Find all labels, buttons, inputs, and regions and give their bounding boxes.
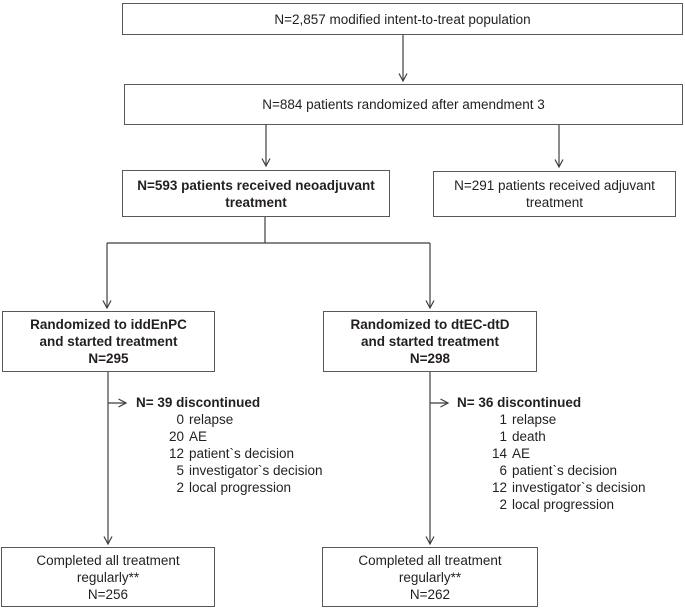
adjuvant-line2: treatment (525, 195, 584, 210)
arm-dtec-dtd-line1: Randomized to dtEC-dtD (350, 317, 510, 332)
discontinued-right-item-label: death (512, 429, 546, 444)
box-arm-dtec-dtd: Randomized to dtEC-dtD and started treat… (323, 311, 537, 372)
arm-iddenpc-n: N=295 (88, 351, 129, 366)
neoadjuvant-line2: treatment (225, 194, 287, 210)
discontinued-left-item-label: relapse (189, 412, 234, 427)
box-adjuvant: N=291 patients received adjuvant treatme… (433, 171, 676, 217)
completed-left-line1: Completed all treatment (36, 552, 180, 568)
discontinued-right-item: 12 investigator`s decision (457, 479, 646, 496)
discontinued-right-header: N= 36 discontinued (457, 395, 582, 410)
discontinued-right-item-label: AE (512, 446, 531, 461)
neoadjuvant-line1: N=593 patients received neoadjuvant (137, 177, 375, 193)
discontinued-left-item-label: patient`s decision (189, 446, 295, 461)
discontinued-right-item-label: relapse (512, 412, 557, 427)
completed-left-line2: regularly** (76, 569, 140, 585)
discontinued-left-item-label: investigator`s decision (189, 463, 323, 478)
arm-iddenpc-line2: and started treatment (39, 334, 178, 349)
discontinued-left-item-count: 2 (176, 480, 184, 495)
mitt-population-text: N=2,857 modified intent-to-treat populat… (274, 11, 531, 27)
arm-dtec-dtd-line2: and started treatment (360, 334, 500, 349)
discontinued-left-item: 12 patient`s decision (136, 445, 323, 462)
arm-iddenpc-line1: Randomized to iddEnPC (30, 317, 187, 332)
discontinued-right-item-label: patient`s decision (512, 463, 618, 478)
discontinued-left-item: 0 relapse (136, 411, 323, 428)
completed-right-n: N=262 (409, 586, 451, 602)
discontinued-right-item-count: 14 (491, 446, 507, 461)
discontinued-right-item: 6 patient`s decision (457, 462, 646, 479)
discontinued-right-item-label: local progression (512, 497, 615, 512)
discontinued-right-item-count: 1 (499, 412, 507, 427)
discontinued-right-item: 2 local progression (457, 496, 646, 513)
discontinued-right-item: 14 AE (457, 445, 646, 462)
randomized-text: N=884 patients randomized after amendmen… (262, 97, 545, 112)
box-neoadjuvant: N=593 patients received neoadjuvant trea… (122, 170, 390, 217)
discontinued-left-item: 20 AE (136, 428, 323, 445)
box-randomized: N=884 patients randomized after amendmen… (124, 84, 683, 125)
discontinued-left-block: N= 39 discontinued 0 relapse 20 AE 12 pa… (136, 394, 323, 496)
discontinued-left-item-count: 20 (168, 429, 184, 444)
discontinued-right-item-count: 1 (499, 429, 507, 444)
discontinued-left-item-label: AE (189, 429, 208, 444)
discontinued-right-item-label: investigator`s decision (512, 480, 646, 495)
completed-right-line2: regularly** (398, 569, 462, 585)
box-completed-right: Completed all treatment regularly** N=26… (322, 547, 538, 607)
completed-right-line1: Completed all treatment (358, 552, 502, 568)
discontinued-left-item-count: 5 (176, 463, 184, 478)
box-mitt-population: N=2,857 modified intent-to-treat populat… (122, 3, 683, 35)
discontinued-right-item-count: 2 (499, 497, 507, 512)
discontinued-right-block: N= 36 discontinued 1 relapse 1 death 14 … (457, 394, 646, 513)
discontinued-right-item-count: 12 (491, 480, 507, 495)
box-arm-iddenpc: Randomized to iddEnPC and started treatm… (2, 311, 215, 372)
discontinued-left-item-count: 12 (168, 446, 184, 461)
arm-dtec-dtd-n: N=298 (409, 351, 451, 366)
discontinued-left-header: N= 39 discontinued (136, 395, 261, 410)
adjuvant-line1: N=291 patients received adjuvant (454, 178, 655, 193)
discontinued-right-item-count: 6 (499, 463, 507, 478)
discontinued-left-item-count: 0 (176, 412, 184, 427)
discontinued-left-item-label: local progression (189, 480, 292, 495)
discontinued-right-item: 1 relapse (457, 411, 646, 428)
completed-left-n: N=256 (87, 586, 129, 602)
discontinued-left-item: 5 investigator`s decision (136, 462, 323, 479)
box-completed-left: Completed all treatment regularly** N=25… (1, 547, 215, 607)
discontinued-right-item: 1 death (457, 428, 646, 445)
discontinued-left-item: 2 local progression (136, 479, 323, 496)
